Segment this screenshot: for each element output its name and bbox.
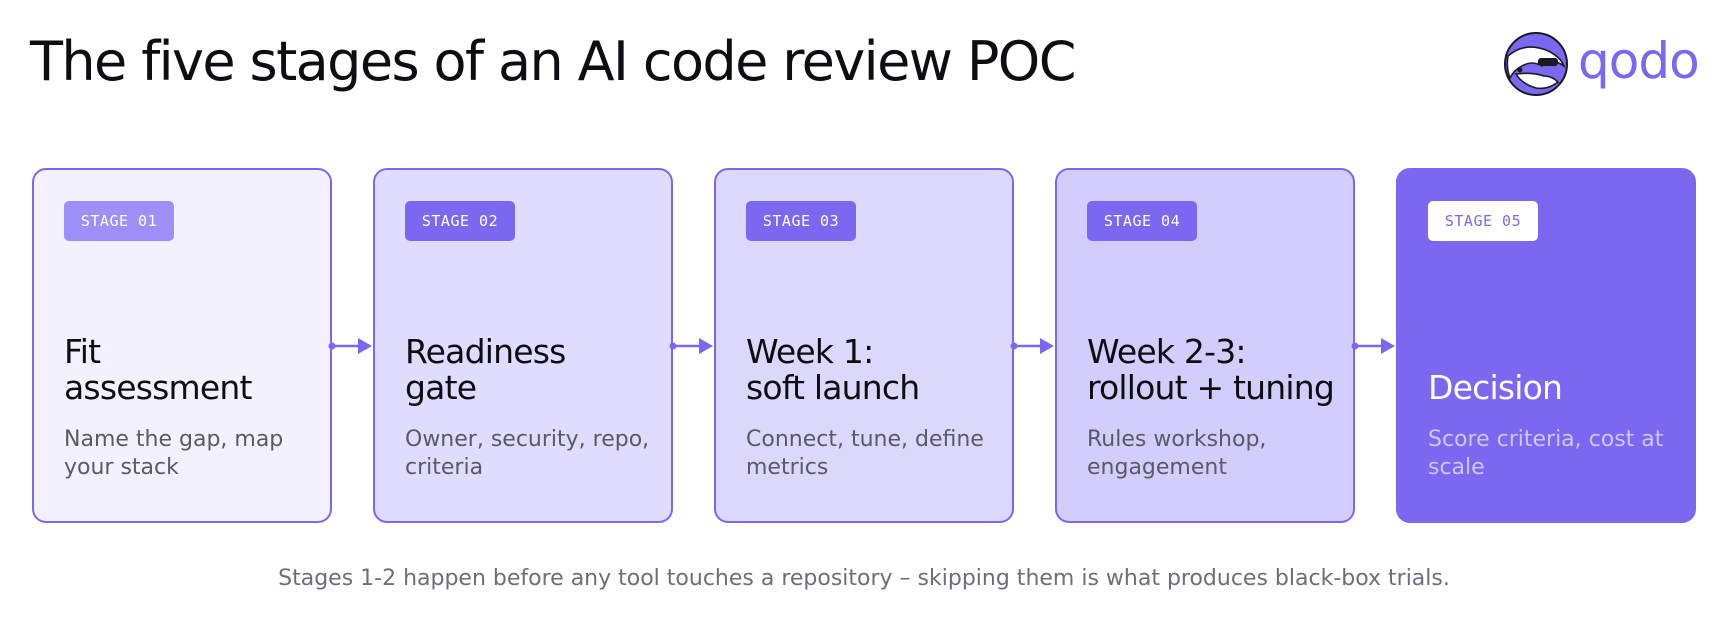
- arrow-right-icon: [669, 338, 713, 354]
- footnote: Stages 1-2 happen before any tool touche…: [278, 566, 1450, 591]
- stage-badge: STAGE 02: [405, 201, 515, 241]
- logo-wordmark: qodo: [1578, 32, 1700, 90]
- arrow-right-icon: [1010, 338, 1054, 354]
- stage-card-05: STAGE 05 Decision Score criteria, cost a…: [1396, 168, 1696, 523]
- stage-description: Score criteria, cost at scale: [1428, 427, 1664, 480]
- stage-card-04: STAGE 04 Week 2-3: rollout + tuning Rule…: [1055, 168, 1355, 523]
- stage-badge: STAGE 05: [1428, 201, 1538, 241]
- stage-heading: Decision: [1428, 368, 1563, 407]
- stage-description: Owner, security, repo, criteria: [405, 427, 650, 480]
- stage-heading: Week 1: soft launch: [746, 332, 920, 407]
- arrow-right-icon: [1351, 338, 1395, 354]
- stage-badge: STAGE 03: [746, 201, 856, 241]
- stage-description: Connect, tune, define metrics: [746, 427, 984, 480]
- page-title: The five stages of an AI code review POC: [30, 30, 1076, 93]
- stage-badge: STAGE 04: [1087, 201, 1197, 241]
- qodo-badger-icon: [1504, 32, 1568, 96]
- stage-heading: Readiness gate: [405, 332, 566, 407]
- stage-badge: STAGE 01: [64, 201, 174, 241]
- stage-heading: Fit assessment: [64, 332, 252, 407]
- stage-heading: Week 2-3: rollout + tuning: [1087, 332, 1335, 407]
- stage-description: Rules workshop, engagement: [1087, 427, 1267, 480]
- stage-card-02: STAGE 02 Readiness gate Owner, security,…: [373, 168, 673, 523]
- stage-card-01: STAGE 01 Fit assessment Name the gap, ma…: [32, 168, 332, 523]
- stage-description: Name the gap, map your stack: [64, 427, 284, 480]
- qodo-logo: qodo: [1502, 30, 1700, 98]
- stage-card-03: STAGE 03 Week 1: soft launch Connect, tu…: [714, 168, 1014, 523]
- arrow-right-icon: [328, 338, 372, 354]
